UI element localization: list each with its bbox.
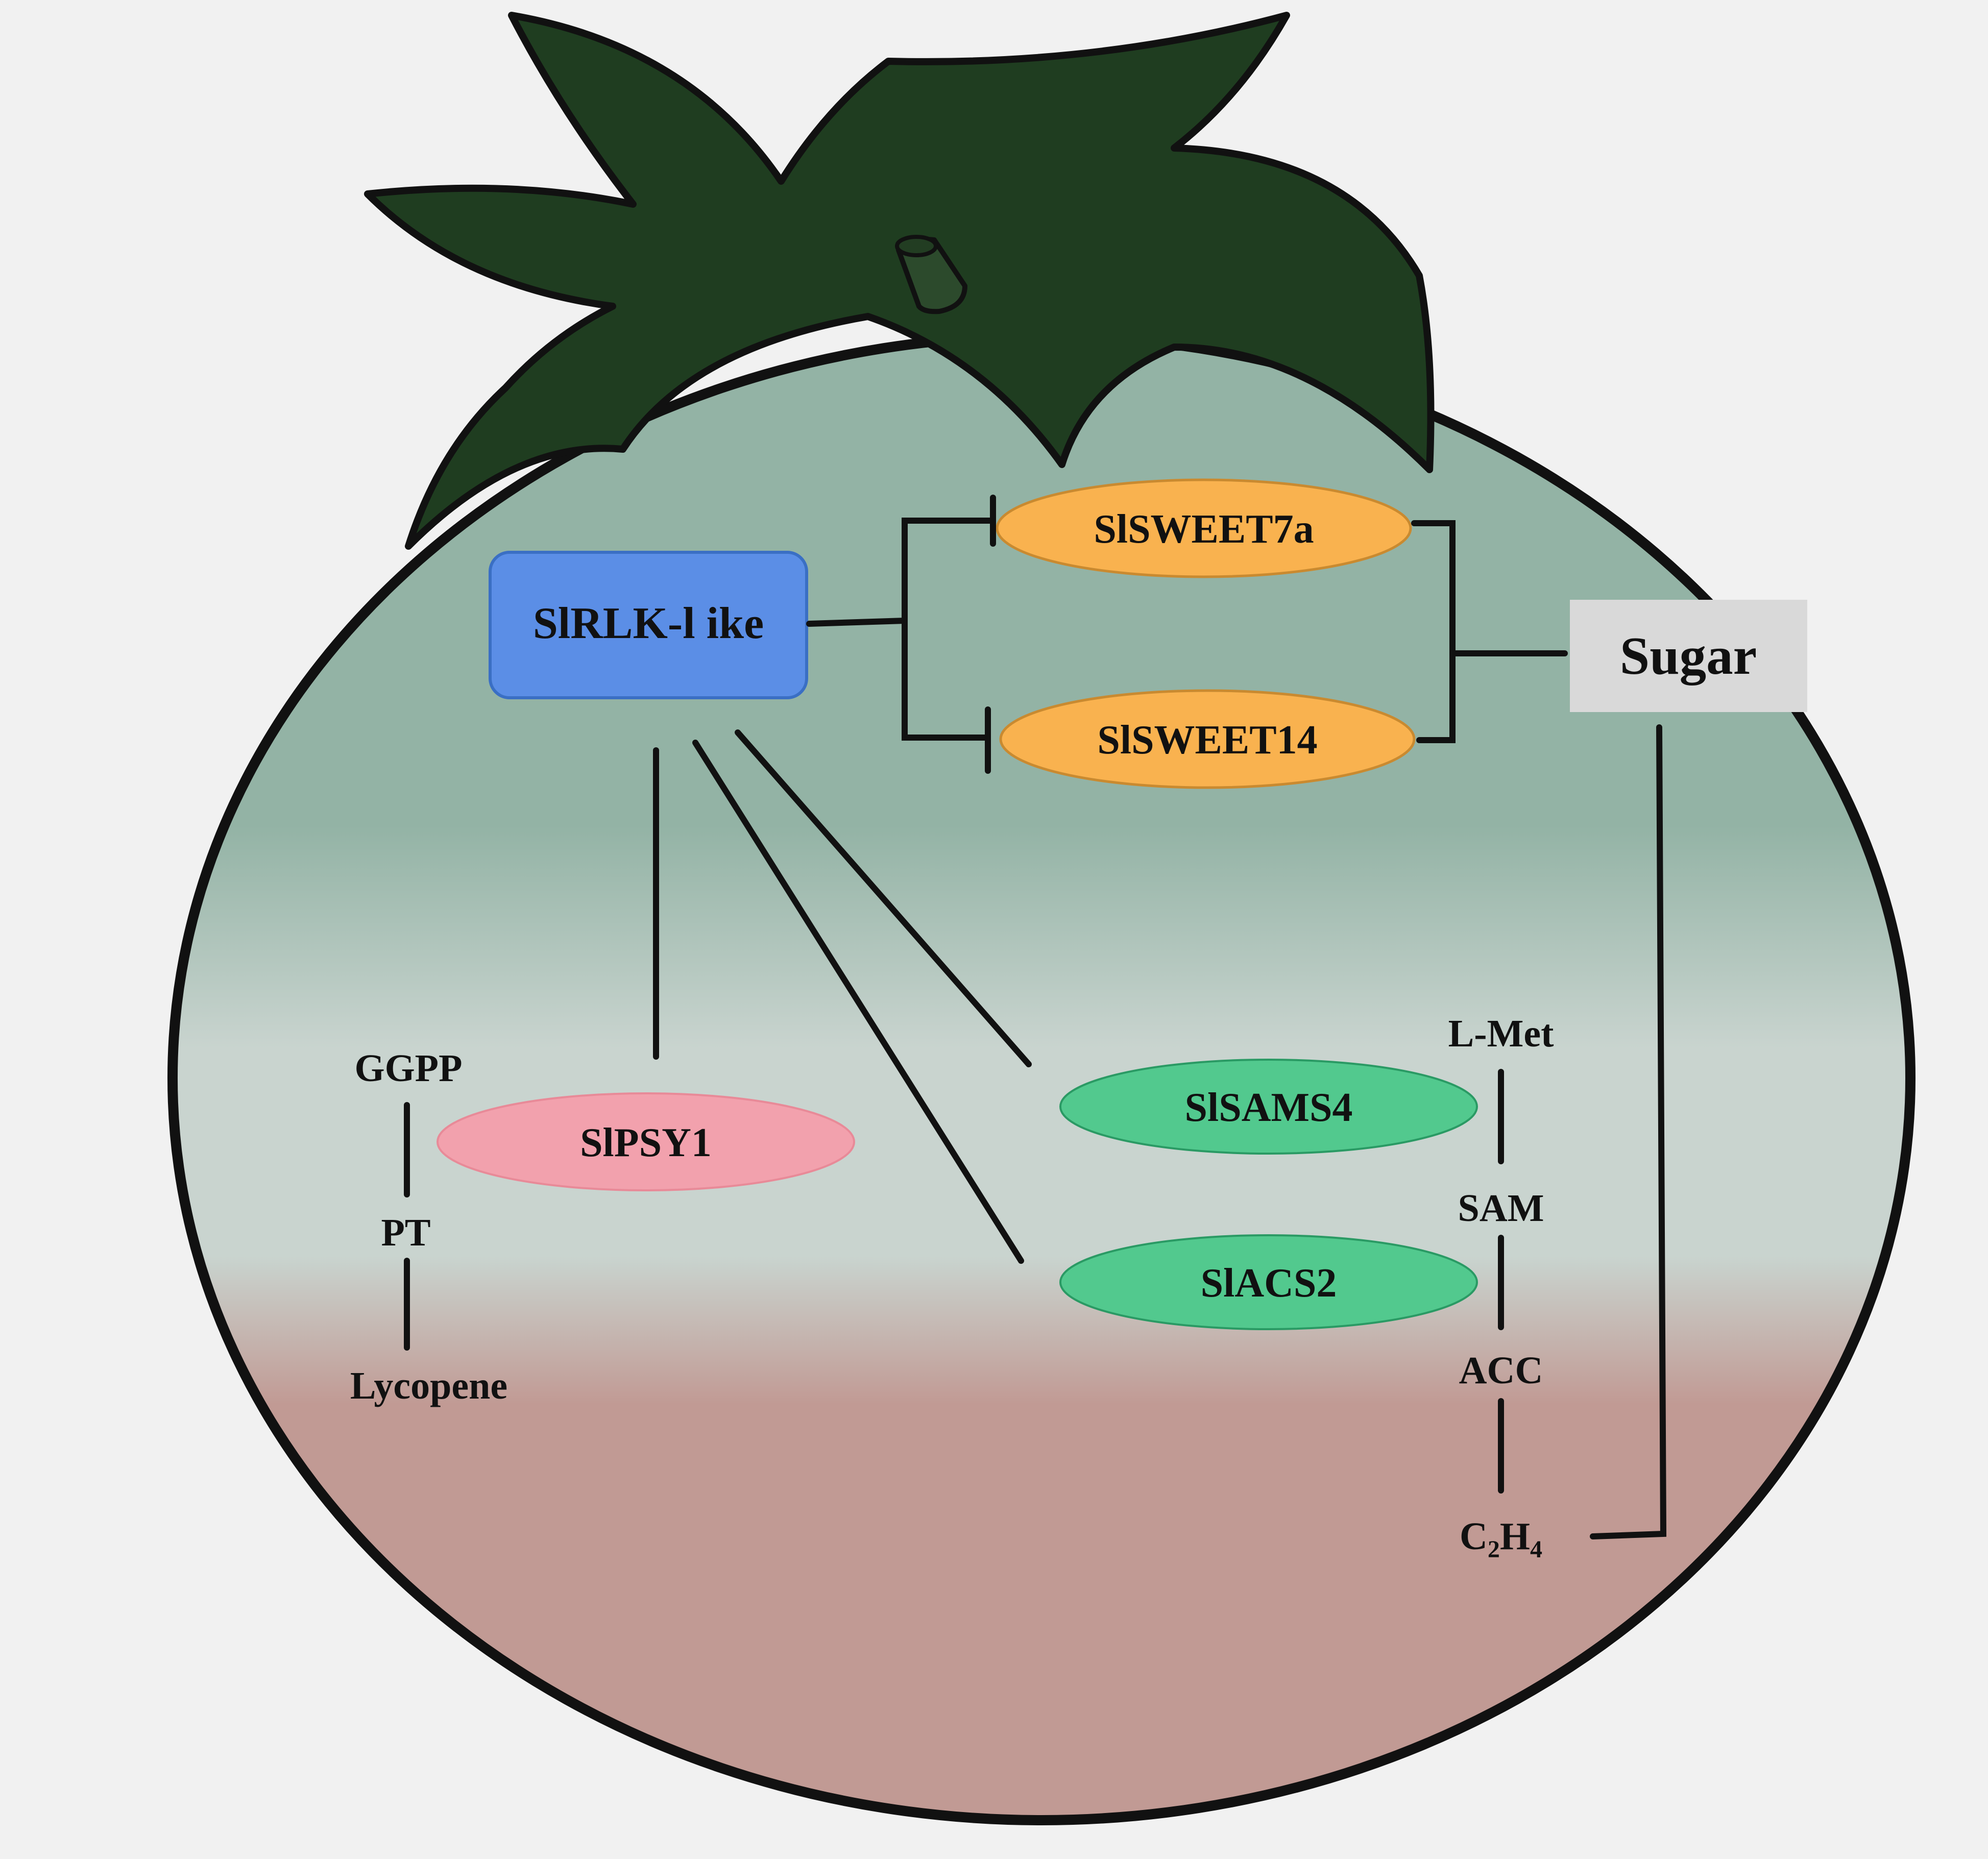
- sam-label: SAM: [1458, 1187, 1544, 1230]
- slsweet7a-label: SlSWEET7a: [1094, 507, 1314, 552]
- arrow-to-slacs2: [692, 740, 1024, 1264]
- slrlk-like-label: SlRLK-l ike: [533, 599, 764, 648]
- lycopene-label: Lycopene: [350, 1364, 507, 1407]
- sugar-box: [1570, 600, 1807, 712]
- activation-arrows: [653, 729, 1032, 1264]
- pt-label: PT: [381, 1211, 430, 1254]
- slsweet14-label: SlSWEET14: [1097, 718, 1317, 763]
- slsams4-label: SlSAMS4: [1185, 1085, 1353, 1130]
- sugar-to-ethylene-arrow: [1590, 724, 1667, 1539]
- slacs2-ellipse: [1059, 1234, 1478, 1330]
- slsweet14-ellipse: [999, 689, 1416, 789]
- slsweet7a-ellipse: [996, 478, 1412, 578]
- stem-nub: [895, 235, 967, 314]
- sugar-bracket: [1411, 520, 1568, 743]
- c2h4-label: C2H4: [1460, 1515, 1542, 1563]
- calyx-leaves: [364, 12, 1435, 550]
- slpsy1-label: SlPSY1: [580, 1120, 712, 1165]
- acc-label: ACC: [1459, 1349, 1543, 1392]
- arrow-to-slsams4: [735, 729, 1032, 1067]
- inhibition-bracket: [806, 495, 996, 774]
- lmet-label: L-Met: [1448, 1012, 1554, 1055]
- slsams4-ellipse: [1059, 1059, 1478, 1155]
- slpsy1-ellipse: [437, 1092, 855, 1191]
- ggpp-label: GGPP: [354, 1047, 462, 1090]
- slacs2-label: SlACS2: [1201, 1261, 1337, 1306]
- sugar-label: Sugar: [1620, 626, 1757, 686]
